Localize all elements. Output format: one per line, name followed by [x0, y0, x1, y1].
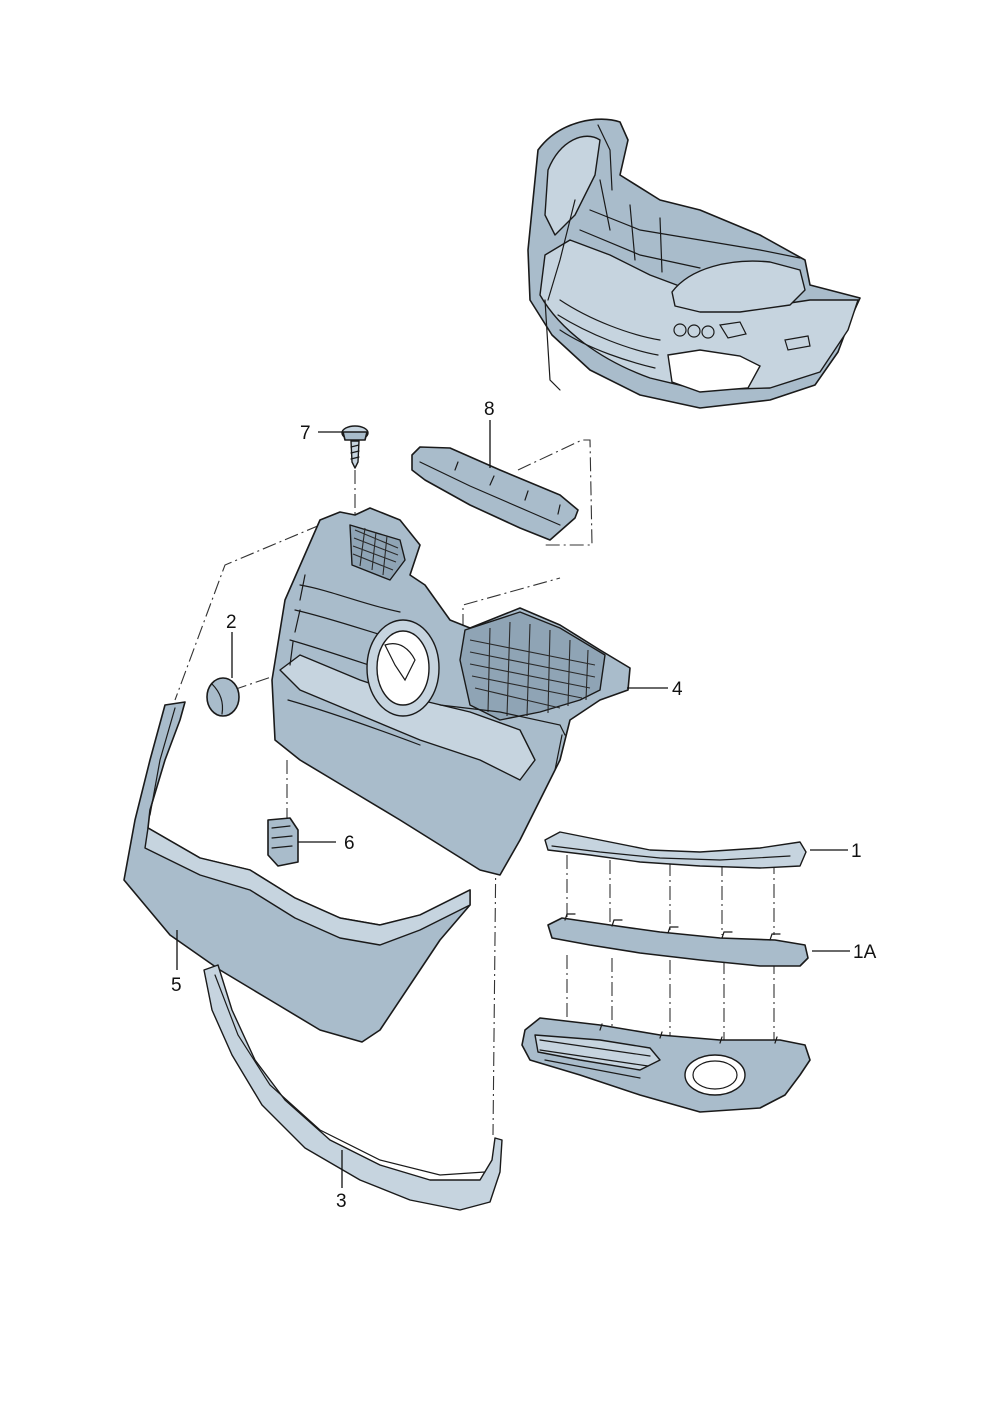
callout-3: 3 — [336, 1191, 347, 1212]
callout-8: 8 — [484, 399, 495, 420]
callouts: 7 8 2 4 6 1 1A 5 3 — [171, 399, 877, 1212]
part-7-screw — [341, 425, 369, 469]
callout-4: 4 — [672, 679, 683, 700]
part-6-clip — [267, 817, 299, 867]
part-3-lower-trim — [203, 964, 503, 1211]
part-4-radiator-grille — [271, 507, 631, 876]
callout-7: 7 — [300, 423, 311, 444]
part-5-grille-frame — [123, 701, 471, 1043]
part-2-emblem-cap — [206, 677, 240, 717]
leader-lines — [176, 420, 850, 1188]
vehicle-front-overview — [527, 118, 861, 409]
callout-2: 2 — [226, 612, 237, 633]
part-1-trim-strip — [544, 831, 807, 869]
callout-6: 6 — [344, 833, 355, 854]
callout-1a: 1A — [853, 942, 877, 963]
callout-1: 1 — [851, 841, 862, 862]
fog-light-grille — [521, 1017, 811, 1113]
part-8-trim-strip — [411, 446, 579, 541]
part-1a-trim-strip — [547, 913, 809, 967]
callout-5: 5 — [171, 975, 182, 996]
